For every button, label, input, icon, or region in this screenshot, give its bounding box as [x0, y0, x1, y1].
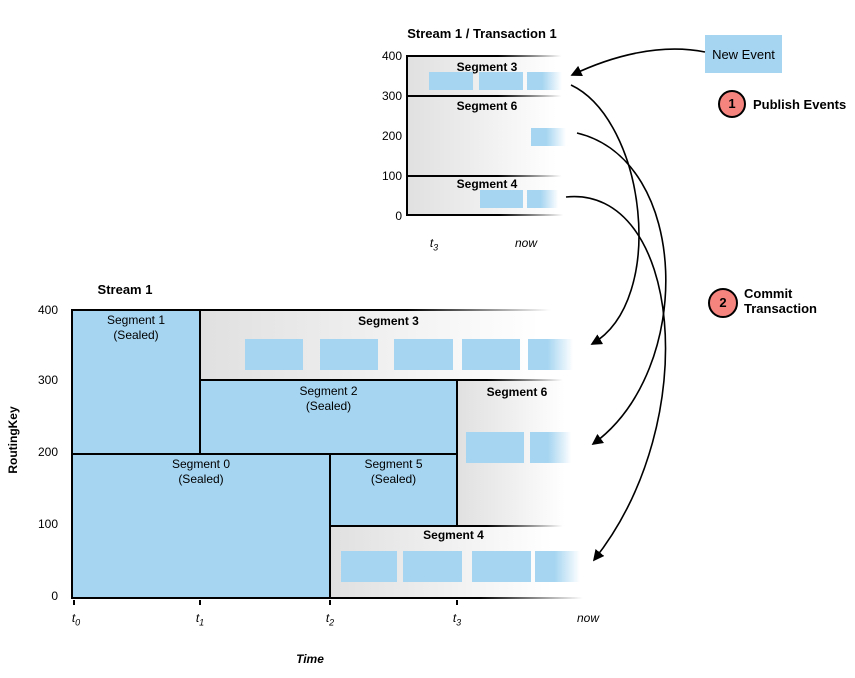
step2-badge: 2: [708, 288, 738, 318]
arrow-commit-segment3: [570, 84, 640, 345]
new-event-label: New Event: [712, 46, 775, 62]
nowb-base: now: [576, 611, 599, 625]
transaction-line-400: [407, 55, 573, 57]
xtick-mark-t2: [329, 600, 331, 605]
transaction-ytick-400: 400: [381, 49, 402, 63]
transaction-ytick-0: 0: [395, 209, 402, 223]
step1-label: Publish Events: [753, 97, 847, 112]
segment5-sealed-tag: (Sealed): [370, 472, 417, 486]
t3b-sub: 3: [456, 617, 462, 628]
event-box: [341, 551, 397, 582]
segment1-sealed-tag: (Sealed): [113, 328, 159, 342]
arrow-commit-segment4: [565, 195, 667, 562]
stream-segment6-label: Segment 6: [486, 385, 548, 399]
transaction-y-axis: [406, 55, 408, 216]
xtick-mark-t1: [199, 600, 201, 605]
t1-sub: 1: [199, 617, 205, 628]
event-box-fading: [535, 551, 584, 582]
stream-ytick-0: 0: [51, 589, 58, 603]
new-event-box: New Event: [705, 35, 782, 73]
event-box-fading: [527, 72, 565, 90]
event-box: [462, 339, 520, 370]
transaction-ytick-100: 100: [381, 169, 402, 183]
stream-xtick-t1: t1: [180, 610, 220, 628]
stream-segment0-box: [71, 453, 331, 599]
stream-segment0-label: Segment 0 (Sealed): [71, 457, 331, 487]
stream-ytick-200: 200: [37, 445, 58, 459]
t2-base: t: [325, 611, 330, 625]
stream-segment1-label: Segment 1 (Sealed): [71, 313, 201, 343]
transaction-chart-title: Stream 1 / Transaction 1: [407, 26, 557, 41]
t3-sub: 3: [433, 242, 439, 253]
xtick-mark-t3: [456, 600, 458, 605]
segment2-name: Segment 2: [299, 384, 358, 398]
t0-sub: 0: [75, 617, 81, 628]
stream-x-axis-title: Time: [296, 652, 324, 666]
transaction-xtick-t3: t3: [419, 235, 449, 253]
stream-segment2-box: [199, 379, 458, 456]
segment2-sealed-tag: (Sealed): [305, 399, 352, 413]
stream-ytick-100: 100: [37, 517, 58, 531]
transaction-line-100: [407, 175, 573, 177]
segment5-name: Segment 5: [364, 457, 423, 471]
t2-sub: 2: [329, 617, 335, 628]
transaction-ytick-300: 300: [381, 89, 402, 103]
event-box: [472, 551, 531, 582]
t3-base: t: [429, 236, 434, 250]
stream-ytick-300: 300: [37, 373, 58, 387]
transaction-segment4-label: Segment 4: [456, 177, 518, 191]
transaction-xtick-now: now: [506, 235, 546, 251]
event-box: [480, 190, 523, 208]
step1-badge: 1: [718, 90, 746, 118]
arrow-new-event-to-transaction: [570, 48, 706, 76]
transaction-line-300: [407, 95, 573, 97]
transaction-x-axis: [407, 214, 575, 216]
stream-segment5-box: [329, 453, 458, 527]
transaction-segment3-label: Segment 3: [456, 60, 518, 74]
transaction-segment6-label: Segment 6: [456, 99, 518, 113]
event-box: [320, 339, 378, 370]
event-box-fading: [530, 432, 575, 463]
stream-segment3-label: Segment 3: [358, 314, 419, 328]
xtick-mark-t0: [73, 600, 75, 605]
step2-label: Commit Transaction: [744, 286, 817, 316]
stream-line-100-ext: [457, 525, 577, 527]
event-box: [245, 339, 303, 370]
t1-base: t: [195, 611, 200, 625]
event-box: [403, 551, 462, 582]
stream-xtick-t3: t3: [437, 610, 477, 628]
event-box-fading: [527, 190, 561, 208]
event-box: [429, 72, 473, 90]
stream-segment2-label: Segment 2 (Sealed): [199, 384, 458, 414]
t3b-base: t: [452, 611, 457, 625]
stream-xtick-now: now: [568, 610, 608, 626]
stream-xtick-t0: t0: [56, 610, 96, 628]
arrow-commit-segment6: [576, 132, 667, 445]
transaction-ytick-200: 200: [381, 129, 402, 143]
stream-line-400: [200, 309, 577, 311]
event-box-fading: [528, 339, 577, 370]
stream-segment5-label: Segment 5 (Sealed): [329, 457, 458, 487]
now-base: now: [514, 236, 537, 250]
stream-segment4-label: Segment 4: [423, 528, 484, 542]
segment1-name: Segment 1: [106, 313, 166, 327]
step2-label-line1: Commit: [744, 286, 793, 301]
event-box: [466, 432, 524, 463]
event-box: [394, 339, 453, 370]
stream-x-axis-ext: [330, 597, 602, 599]
segment0-sealed-tag: (Sealed): [178, 472, 224, 486]
event-box: [479, 72, 523, 90]
stream-ytick-400: 400: [37, 303, 58, 317]
t0-base: t: [71, 611, 76, 625]
stream-xtick-t2: t2: [310, 610, 350, 628]
event-box-fading: [531, 128, 569, 146]
stream-chart-title: Stream 1: [97, 282, 153, 297]
step2-label-line2: Transaction: [744, 301, 817, 316]
stream-line-300-ext: [457, 379, 577, 381]
stream-y-axis-title: RoutingKey: [6, 406, 20, 474]
segment0-name: Segment 0: [171, 457, 231, 471]
